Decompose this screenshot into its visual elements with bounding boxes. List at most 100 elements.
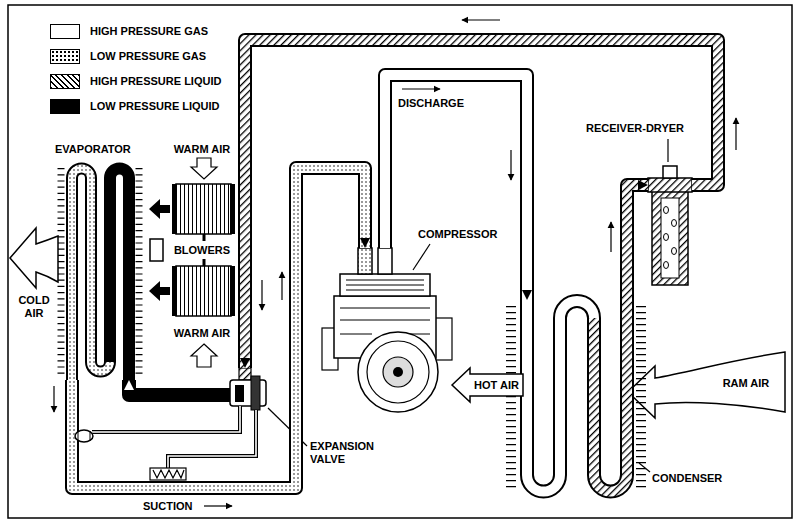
droplet: [672, 220, 677, 227]
equalizer-fitting: [150, 468, 186, 480]
flow-arrow: [53, 386, 54, 412]
blower-wheel: [176, 266, 231, 316]
blower-shaft: [203, 259, 206, 266]
capillary-tube: [92, 406, 240, 432]
condenser-gas: [527, 300, 594, 492]
suction-port: [358, 248, 372, 274]
component-label: COMPRESSOR: [418, 228, 497, 241]
clutch-pulley: [358, 332, 438, 412]
refrigerant-pipe: [627, 180, 648, 300]
component-label: CONDENSER: [652, 472, 722, 485]
pipe-fill: [385, 75, 527, 300]
receiver-fitting: [648, 178, 692, 192]
airflow-label: WARM AIR: [170, 327, 234, 340]
blower-shaft: [203, 234, 206, 241]
flow-arrow: [402, 88, 440, 89]
legend-label: HIGH PRESSURE GAS: [90, 25, 208, 38]
airflow-arrow: [149, 199, 170, 219]
pipe-wall: [245, 40, 718, 368]
compressor-drawing: [322, 244, 452, 412]
compressor-detail: [340, 308, 430, 334]
airflow-arrow: [149, 281, 170, 301]
receiver-dryer: RECEIVER-DRYER: [648, 172, 692, 285]
valve-body: [230, 380, 266, 406]
component-label: BLOWERS: [165, 244, 239, 257]
droplet: [664, 207, 669, 214]
evaporator-coil: [61, 168, 139, 380]
flow-arrow: [510, 150, 511, 180]
clutch-bolt: [393, 367, 403, 377]
leader-line: [413, 244, 430, 270]
flow-arrow: [204, 505, 232, 506]
leader-line: [639, 463, 650, 472]
pipe-fill: [129, 380, 230, 395]
expansion-valve-drawing: [92, 368, 307, 480]
component-label: EXPANSION VALVE: [310, 440, 386, 466]
evaporator-fins: [136, 168, 143, 378]
air-arrow: [10, 228, 58, 288]
flow-arrow: [261, 280, 262, 310]
air-arrow: [628, 352, 785, 418]
pipe-label: DISCHARGE: [398, 97, 464, 110]
blower-plate: [172, 184, 177, 234]
condenser: CONDENSER: [508, 300, 646, 492]
clutch-pulley: [367, 341, 429, 403]
droplet: [664, 262, 669, 269]
compressor: COMPRESSOR: [318, 248, 456, 418]
warm-air-arrow: [191, 158, 217, 179]
blower-wheel: [176, 184, 231, 234]
legend-swatch: [50, 24, 80, 39]
legend-swatch: [50, 99, 80, 114]
legend-label: LOW PRESSURE LIQUID: [90, 100, 220, 113]
blower-plate: [172, 266, 177, 316]
component-label: RECEIVER-DRYER: [586, 122, 684, 135]
blower-plate: [230, 184, 235, 234]
flow-arrow: [281, 272, 282, 300]
evaporator-tube: [72, 169, 129, 380]
droplet: [672, 248, 677, 255]
frame: [8, 5, 792, 518]
component-label: EVAPORATOR: [55, 143, 131, 156]
equalizer-fitting: [153, 470, 184, 478]
airflow-label: WARM AIR: [170, 143, 234, 156]
pipe-fill: [627, 185, 648, 300]
evaporator-liquid: [110, 169, 129, 380]
flow-arrow: [735, 118, 736, 150]
airflow-label: HOT AIR: [470, 379, 523, 392]
legend-swatch: [50, 74, 80, 89]
sight-glass: [663, 166, 677, 178]
refrigerant-pipe: [124, 380, 230, 395]
arrowhead: [124, 380, 134, 390]
pipe-wall: [627, 185, 648, 300]
leader-line: [667, 139, 668, 162]
ram-air-arrow: [628, 352, 785, 418]
evaporator-gas: [72, 169, 110, 380]
hot-air-arrow: [452, 368, 523, 402]
flow-arrows: [54, 20, 736, 506]
receiver-shell: [652, 190, 688, 285]
equalizer-tube: [168, 410, 256, 468]
sensing-bulb: [75, 430, 93, 442]
droplet: [664, 234, 669, 241]
refrigerant-pipe: [385, 75, 532, 300]
flow-arrow: [610, 222, 611, 252]
cold-air-arrow: [10, 228, 58, 288]
clutch-hub: [383, 357, 413, 387]
condenser-liquid: [594, 300, 627, 492]
pipe-wall: [129, 380, 230, 395]
condenser-fins: [506, 306, 516, 488]
legend-label: HIGH PRESSURE LIQUID: [90, 75, 221, 88]
valve-part: [235, 385, 244, 402]
refrigerant-pipe: [240, 40, 718, 368]
airflow-label: COLD AIR: [12, 294, 56, 320]
cylinder-fins: [346, 280, 424, 290]
arrowhead: [522, 290, 532, 300]
sensing-bulb: [78, 431, 79, 441]
valve-part: [251, 376, 260, 410]
pipe-fill: [245, 40, 718, 368]
legend-swatch: [50, 49, 80, 64]
arrowhead: [240, 358, 250, 368]
equalizer-tube: [168, 410, 256, 468]
legend-label: LOW PRESSURE GAS: [90, 50, 206, 63]
condenser-tube: [527, 300, 627, 492]
